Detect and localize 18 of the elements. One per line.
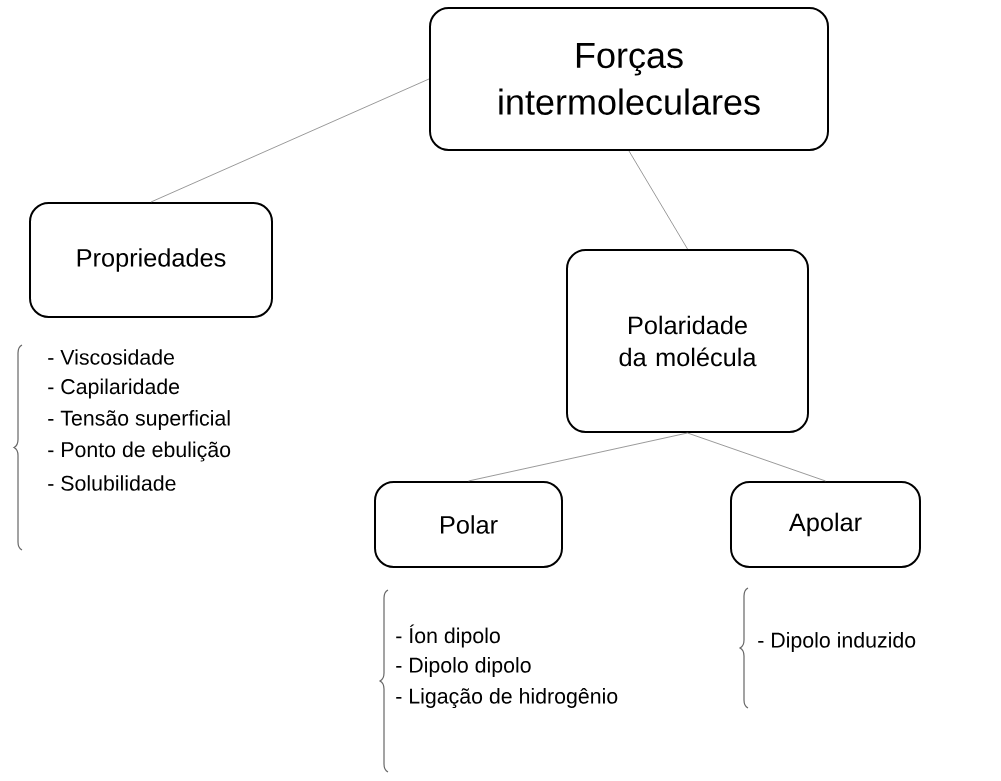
- list-item: - Ponto de ebulição: [48, 441, 231, 462]
- concept-box: Apolar: [730, 481, 921, 568]
- concept-box: Polaridade da molécula: [566, 249, 809, 433]
- connector-line: [150, 78, 430, 203]
- connector-line: [687, 432, 826, 482]
- list-item: - Tensão superficial: [48, 410, 230, 430]
- list-item: - Viscosidade: [48, 349, 174, 365]
- list-item: - Capilaridade: [48, 378, 180, 399]
- connector-line: [628, 150, 688, 250]
- concept-box: Propriedades: [29, 202, 273, 318]
- list-item: - Dipolo induzido: [758, 632, 916, 652]
- list-item: - Dipolo dipolo: [396, 657, 531, 677]
- list-item: - Íon dipolo: [396, 624, 500, 648]
- list-item: - Solubilidade: [48, 475, 176, 491]
- concept-box: Polar: [374, 481, 563, 568]
- concept-box: Forças intermoleculares: [429, 7, 829, 151]
- list-item: - Ligação de hidrogênio: [396, 687, 618, 708]
- connector-line: [468, 432, 688, 482]
